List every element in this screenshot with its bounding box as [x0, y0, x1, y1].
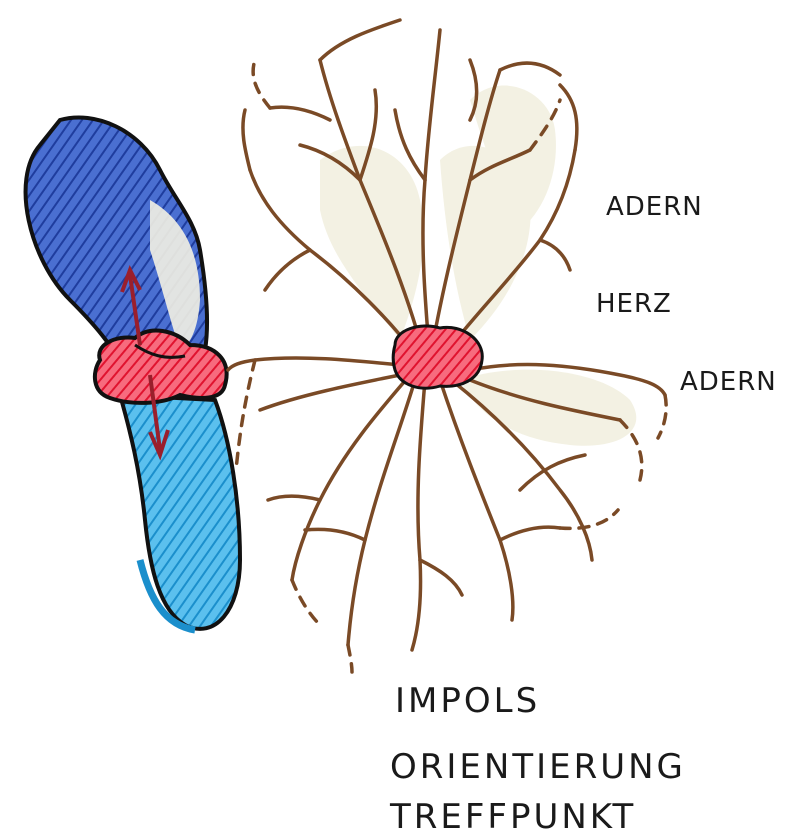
- label-adern-top: ADERN: [606, 192, 703, 222]
- note-orientierung: ORIENTIERUNG: [390, 747, 686, 787]
- label-adern-right: ADERN: [680, 367, 777, 397]
- vein-shaded-areas: [320, 86, 636, 446]
- note-treffpunkt: TREFFPUNKT: [389, 797, 636, 837]
- label-herz: HERZ: [596, 289, 672, 319]
- note-impuls: IMPOLS: [395, 681, 540, 721]
- two-lobe-figure: [26, 117, 240, 630]
- lower-blue-lobe: [120, 395, 240, 629]
- heart-shape: [393, 326, 482, 388]
- vein-network: [228, 20, 666, 672]
